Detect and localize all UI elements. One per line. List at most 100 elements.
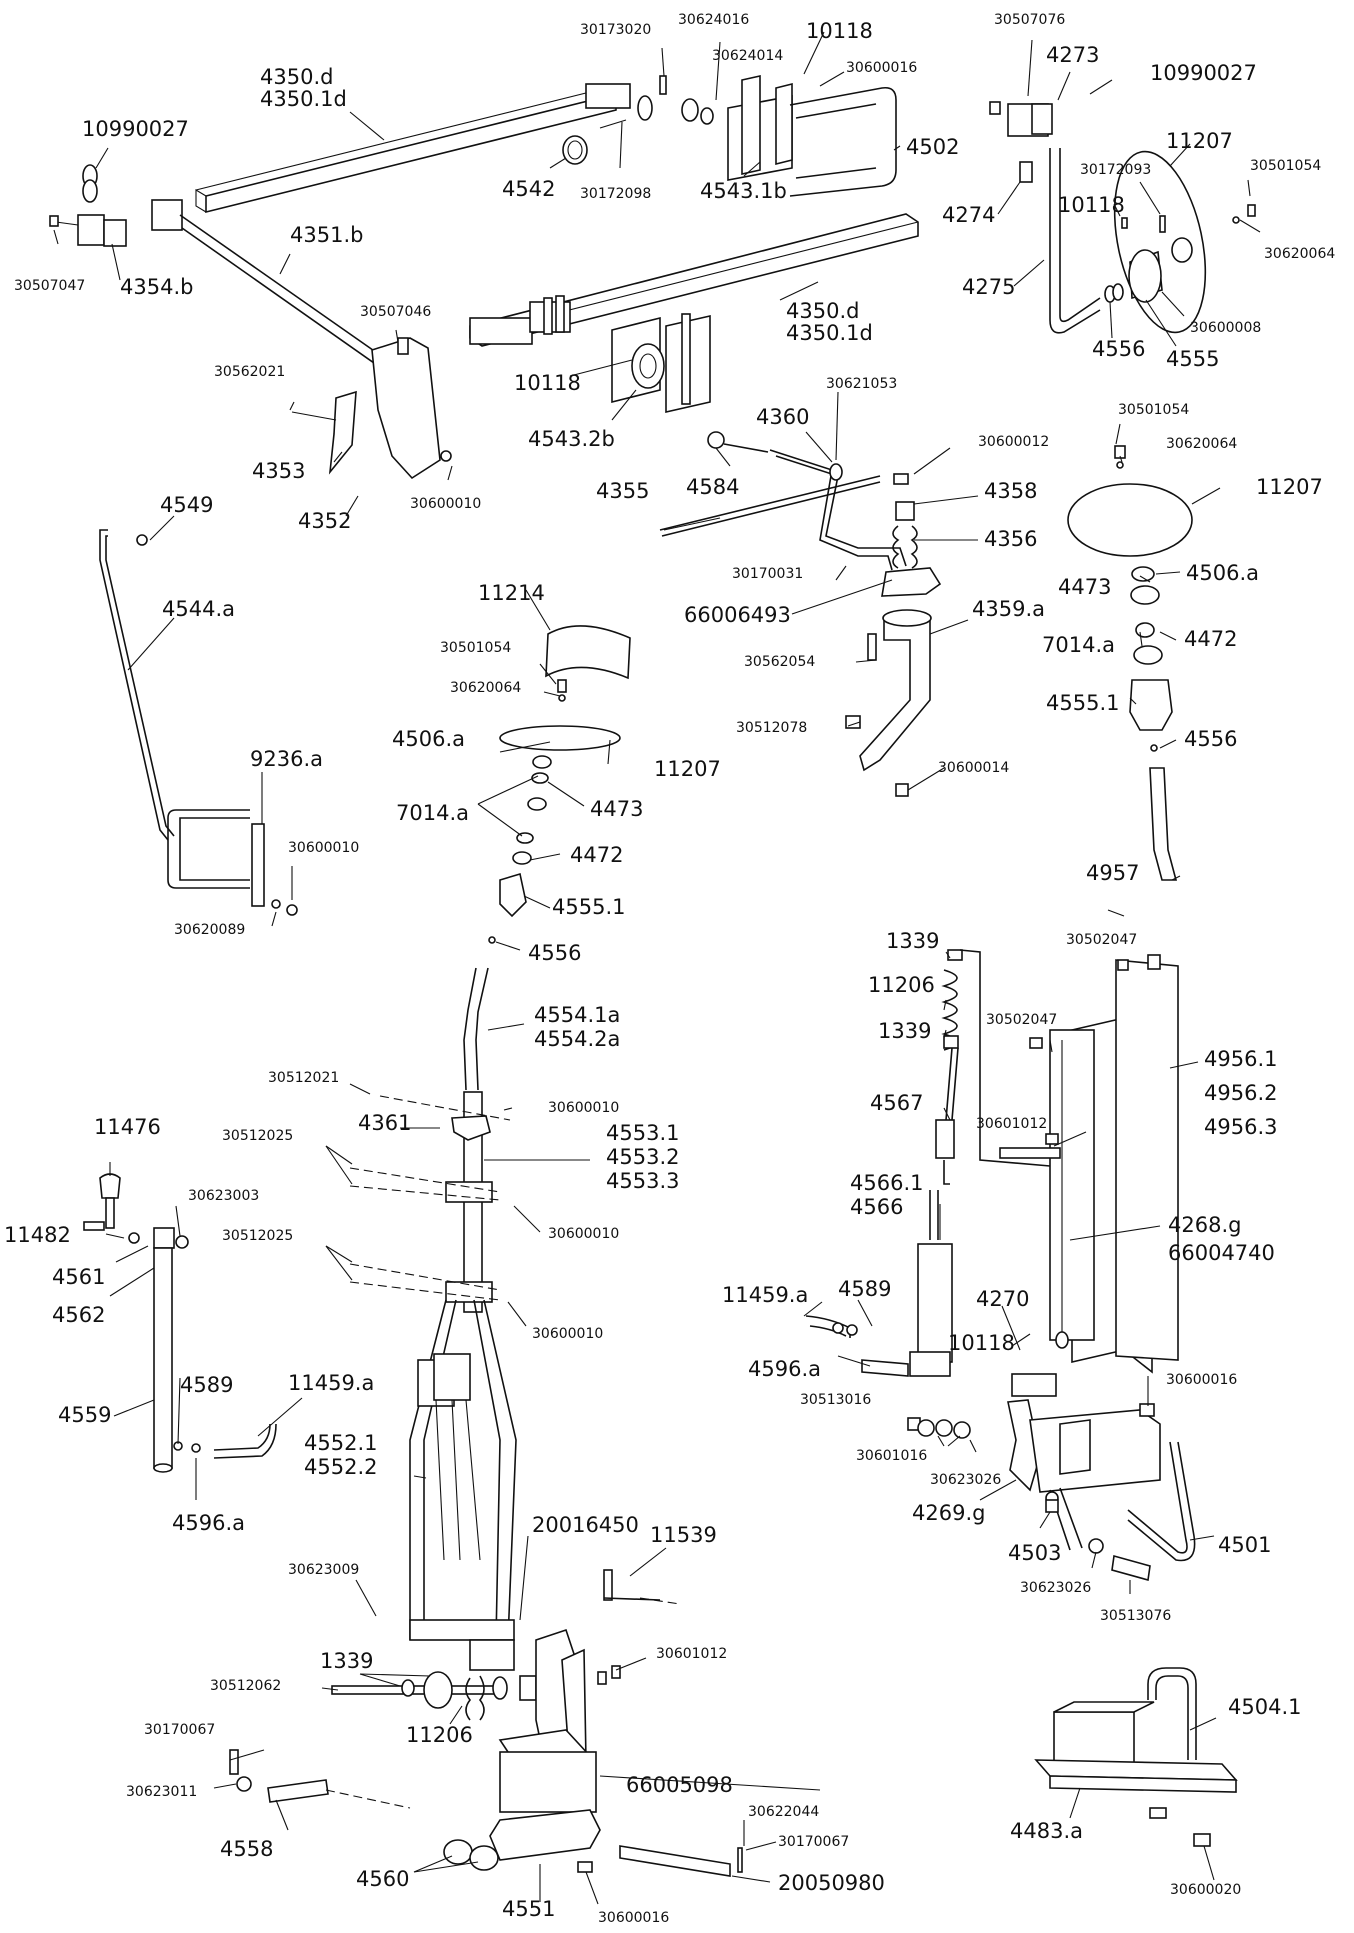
label-30600016-b: 30600016	[1166, 1372, 1237, 1388]
label-30600012: 30600012	[978, 434, 1049, 450]
label-9236a: 9236.a	[250, 747, 323, 771]
label-30600016-a: 30600016	[846, 60, 917, 76]
label-4555-1-a: 4555.1	[1046, 691, 1119, 715]
label-4556-c: 4556	[528, 941, 581, 965]
disc-stack-center	[488, 625, 631, 944]
label-4555-1-b: 4555.1	[552, 895, 625, 919]
label-11214: 11214	[478, 581, 545, 605]
label-4275: 4275	[962, 275, 1015, 299]
label-30600008: 30600008	[1190, 320, 1261, 336]
label-30512021: 30512021	[268, 1070, 339, 1086]
arm-4350d-upper	[195, 75, 714, 214]
label-30600010-a: 30600010	[410, 496, 481, 512]
label-66004740: 66004740	[1168, 1241, 1275, 1265]
label-4552-2: 4552.2	[304, 1455, 377, 1479]
label-30501054-a: 30501054	[1250, 158, 1321, 174]
label-30512025-b: 30512025	[222, 1228, 293, 1244]
label-30622044: 30622044	[748, 1804, 819, 1820]
column-4268g	[999, 954, 1179, 1374]
label-11459a-b: 11459.a	[722, 1283, 808, 1307]
label-30600010-e: 30600010	[532, 1326, 603, 1342]
label-30623009: 30623009	[288, 1562, 359, 1578]
arm-4350d-lower	[469, 213, 919, 347]
label-4596a-a: 4596.a	[172, 1511, 245, 1535]
bracket-4543-2b	[611, 313, 711, 414]
label-4552-1: 4552.1	[304, 1431, 377, 1455]
label-4556-a: 4556	[1092, 337, 1145, 361]
label-30501054-c: 30501054	[440, 640, 511, 656]
label-4584: 4584	[686, 475, 739, 499]
label-30600016-c: 30600016	[598, 1910, 669, 1926]
label-30512062: 30512062	[210, 1678, 281, 1694]
label-4356: 4356	[984, 527, 1037, 551]
label-4956-2: 4956.2	[1204, 1081, 1277, 1105]
label-4589-a: 4589	[180, 1373, 233, 1397]
bar-4544a	[99, 529, 298, 916]
label-30620089: 30620089	[174, 922, 245, 938]
label-10118-a: 10118	[806, 19, 873, 43]
label-4473-b: 4473	[590, 797, 643, 821]
label-11476: 11476	[94, 1115, 161, 1139]
bracket-4543-1b	[727, 75, 897, 197]
label-30173020: 30173020	[580, 22, 651, 38]
label-11459a-a: 11459.a	[288, 1371, 374, 1395]
label-4501: 4501	[1218, 1533, 1271, 1557]
label-10118-b: 10118	[514, 371, 581, 395]
label-4355: 4355	[596, 479, 649, 503]
hitch-4551	[229, 1569, 743, 1877]
label-11207-a: 11207	[1166, 129, 1233, 153]
label-30562054: 30562054	[744, 654, 815, 670]
label-4268g: 4268.g	[1168, 1213, 1241, 1237]
label-30501054-b: 30501054	[1118, 402, 1189, 418]
label-4555: 4555	[1166, 347, 1219, 371]
label-30512078: 30512078	[736, 720, 807, 736]
label-30600010-d: 30600010	[548, 1226, 619, 1242]
label-4553-2: 4553.2	[606, 1145, 679, 1169]
label-4472-b: 4472	[570, 843, 623, 867]
label-4553-1: 4553.1	[606, 1121, 679, 1145]
label-20050980: 20050980	[778, 1871, 885, 1895]
label-30600010-b: 30600010	[288, 840, 359, 856]
label-4473-a: 4473	[1058, 575, 1111, 599]
label-4483a: 4483.a	[1010, 1819, 1083, 1843]
label-4558: 4558	[220, 1837, 273, 1861]
mount-4504-4483	[1034, 1667, 1238, 1847]
label-4353: 4353	[252, 459, 305, 483]
label-4350-1d-b: 4350.1d	[786, 321, 873, 345]
label-4567: 4567	[870, 1091, 923, 1115]
label-4506a-a: 4506.a	[1186, 561, 1259, 585]
label-11539: 11539	[650, 1523, 717, 1547]
label-30600014: 30600014	[938, 760, 1009, 776]
label-4504-1: 4504.1	[1228, 1695, 1301, 1719]
label-30600020: 30600020	[1170, 1882, 1241, 1898]
label-30601016: 30601016	[856, 1448, 927, 1464]
label-4358: 4358	[984, 479, 1037, 503]
label-4560: 4560	[356, 1867, 409, 1891]
label-30170031: 30170031	[732, 566, 803, 582]
label-30623003: 30623003	[188, 1188, 259, 1204]
label-30170067-b: 30170067	[778, 1834, 849, 1850]
label-4270: 4270	[976, 1287, 1029, 1311]
label-11482: 11482	[4, 1223, 71, 1247]
label-30623026-b: 30623026	[1020, 1580, 1091, 1596]
label-30621053: 30621053	[826, 376, 897, 392]
label-4360: 4360	[756, 405, 809, 429]
label-4543-1b: 4543.1b	[700, 179, 787, 203]
arm-4351b	[151, 199, 452, 480]
linkage-4269g	[805, 1315, 1196, 1582]
label-30624014: 30624014	[712, 48, 783, 64]
frame-4552	[409, 1299, 517, 1671]
label-30507076: 30507076	[994, 12, 1065, 28]
label-4502: 4502	[906, 135, 959, 159]
label-1339-b: 1339	[878, 1019, 931, 1043]
tube-4554	[349, 967, 511, 1313]
disc-stack-right	[1067, 445, 1193, 881]
label-1339-a: 1339	[886, 929, 939, 953]
post-4559	[83, 1173, 277, 1473]
label-30513016: 30513016	[800, 1392, 871, 1408]
label-30172093: 30172093	[1080, 162, 1151, 178]
label-10990027-b: 10990027	[1150, 61, 1257, 85]
clamp-4354b	[49, 214, 127, 247]
chain-link-10990027-a	[82, 164, 98, 203]
